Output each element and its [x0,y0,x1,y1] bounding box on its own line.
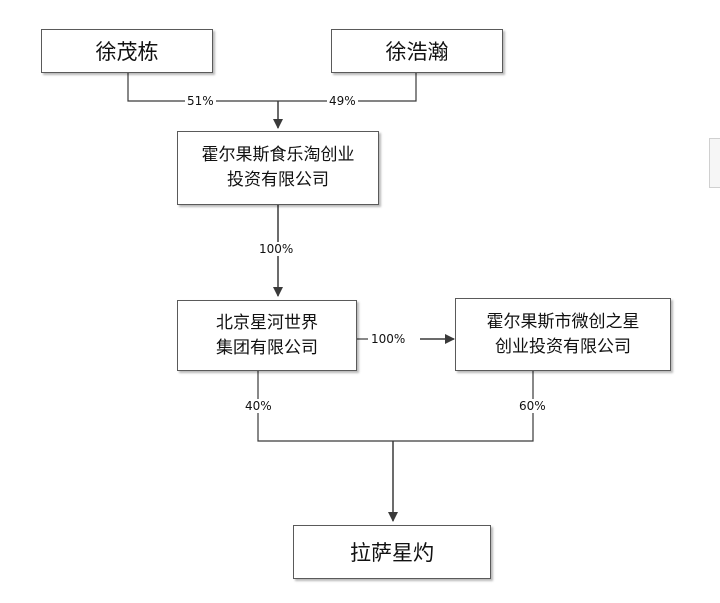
node-beijing-xinghe: 北京星河世界 集团有限公司 [177,300,357,371]
node-xu-maodong-label: 徐茂栋 [95,40,159,64]
pct-xu-haohan: 49% [327,94,358,108]
node-horgos-shile-label: 霍尔果斯食乐淘创业 投资有限公司 [201,145,355,190]
node-horgos-weichuang: 霍尔果斯市微创之星 创业投资有限公司 [455,298,671,371]
edge-weichuang-to-join [393,371,534,442]
edge-xu-maodong [127,73,278,102]
edge-xu-haohan [278,73,417,102]
node-lasa-xingzhuo-label: 拉萨星灼 [350,541,434,565]
node-horgos-shile: 霍尔果斯食乐淘创业 投资有限公司 [177,131,379,205]
pct-xu-maodong: 51% [185,94,216,108]
cropped-panel-edge [709,138,720,188]
pct-shile-to-xinghe: 100% [257,242,296,256]
node-xu-haohan-label: 徐浩瀚 [385,40,449,64]
pct-weichuang-to-lasa: 60% [517,399,548,413]
node-xu-maodong: 徐茂栋 [41,29,213,73]
node-beijing-xinghe-label: 北京星河世界 集团有限公司 [216,312,318,358]
node-lasa-xingzhuo: 拉萨星灼 [293,525,491,579]
pct-xinghe-to-weichuang: 100% [369,332,408,346]
node-horgos-weichuang-label: 霍尔果斯市微创之星 创业投资有限公司 [486,311,640,357]
pct-xinghe-to-lasa: 40% [243,399,274,413]
edge-xinghe-to-join [257,371,393,442]
node-xu-haohan: 徐浩瀚 [331,29,503,73]
